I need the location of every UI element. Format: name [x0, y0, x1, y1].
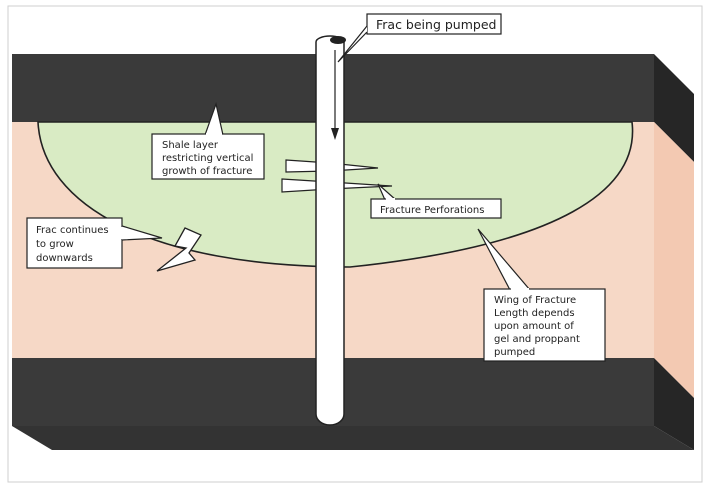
wing-line-1: Wing of Fracture [494, 295, 576, 306]
wing-line-4: gel and proppant [494, 334, 580, 345]
callout-wing: Wing of Fracture Length depends upon amo… [477, 228, 606, 362]
wellbore [315, 35, 345, 426]
perforations-text: Fracture Perforations [380, 205, 484, 216]
wellbore-cap [330, 36, 346, 44]
wing-line-2: Length depends [494, 308, 575, 319]
shale-layer-line-2: restricting vertical [162, 153, 253, 164]
lower-shale-bottom-face [12, 426, 694, 450]
callout-perforations: Fracture Perforations [370, 183, 502, 219]
frac-downwards-line-1: Frac continues [36, 225, 109, 236]
shale-layer-line-1: Shale layer [162, 140, 219, 151]
lower-shale-side [654, 358, 694, 450]
frac-pumped-text: Frac being pumped [376, 17, 496, 32]
callout-frac-pumped: Frac being pumped [337, 13, 502, 63]
frac-downwards-line-2: to grow [36, 239, 74, 250]
downward-growth-arrow [156, 227, 202, 272]
callout-shale-layer: Shale layer restricting vertical growth … [151, 101, 265, 180]
shale-layer-line-3: growth of fracture [162, 166, 252, 177]
upper-shale-side [654, 54, 694, 162]
wing-line-5: pumped [494, 347, 535, 358]
callout-frac-downwards: Frac continues to grow downwards [26, 217, 163, 269]
reservoir-side [654, 122, 694, 398]
frac-downwards-line-3: downwards [36, 253, 93, 264]
wing-line-3: upon amount of [494, 321, 574, 332]
pump-arrow-head [331, 128, 339, 140]
